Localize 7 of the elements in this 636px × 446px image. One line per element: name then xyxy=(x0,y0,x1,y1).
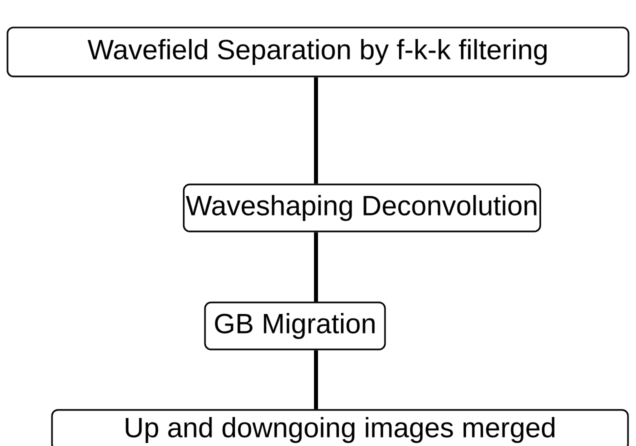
connector-line xyxy=(314,232,318,302)
process-box: GB Migration xyxy=(204,302,386,350)
connector-line xyxy=(314,77,318,184)
connector-line xyxy=(314,350,318,410)
process-box: Waveshaping Deconvolution xyxy=(182,184,542,232)
process-box: Wavefield Separation by f-k-k filtering xyxy=(6,26,630,78)
process-box: Up and downgoing images merged xyxy=(51,409,629,446)
